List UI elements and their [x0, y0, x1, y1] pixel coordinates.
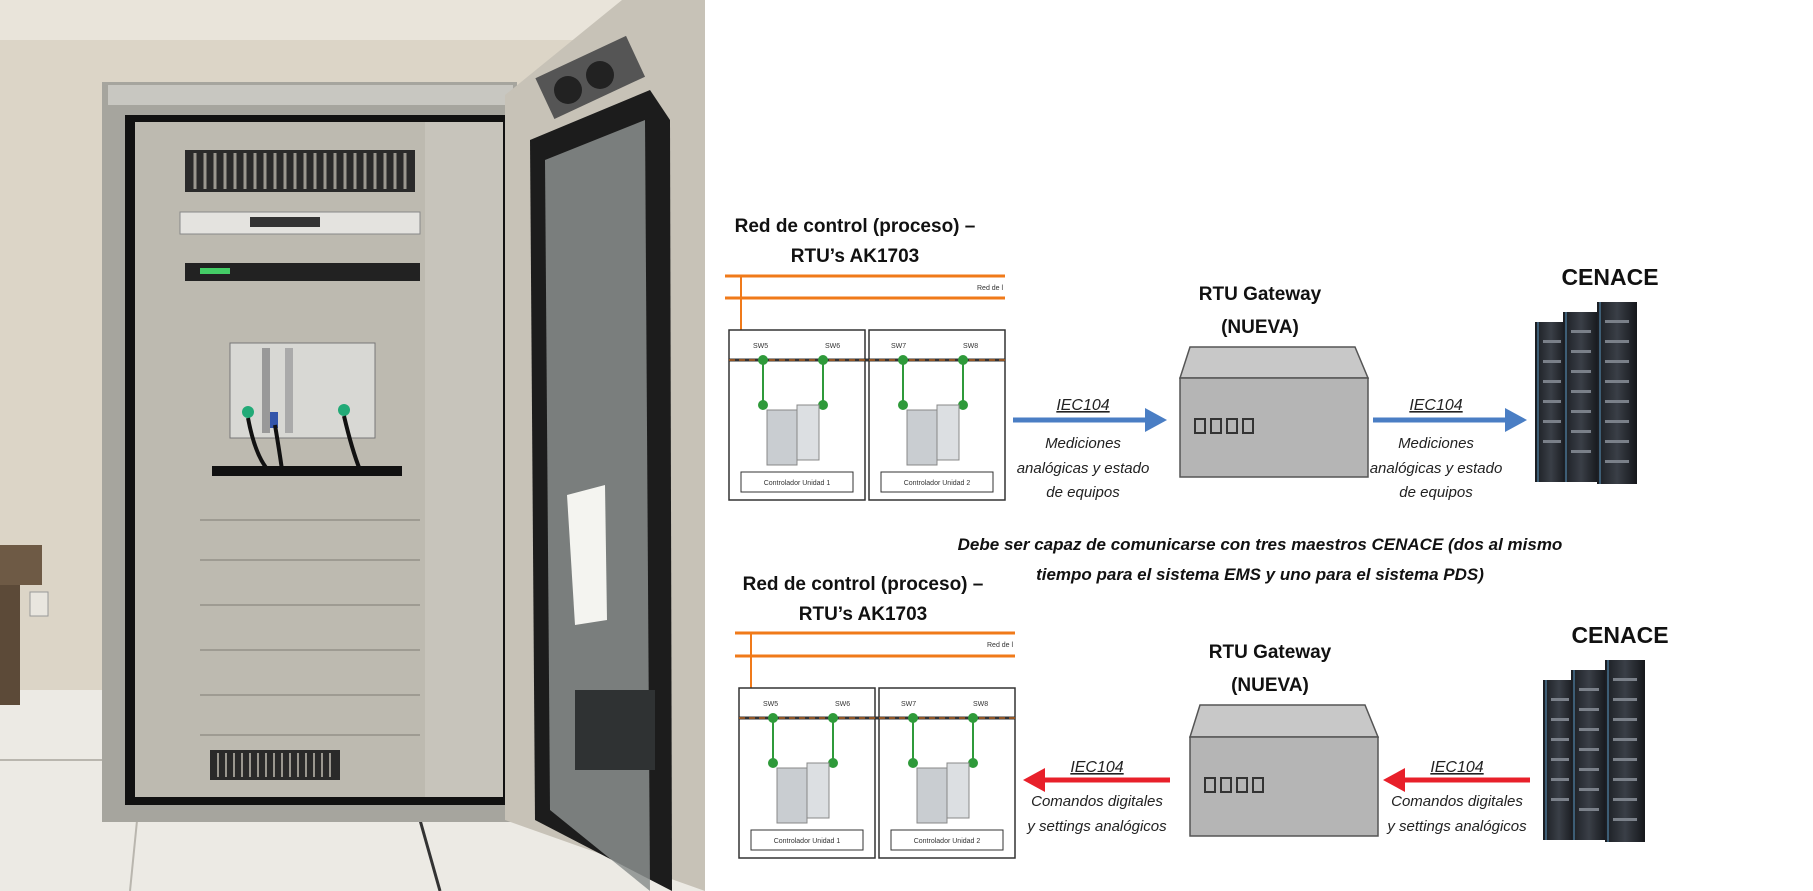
top-left-protocol: IEC104: [1056, 397, 1109, 414]
bottom-cenace-label: CENACE: [1571, 622, 1668, 648]
controller-label: Controlador Unidad 1: [764, 480, 831, 487]
controller-label: Controlador Unidad 2: [914, 838, 981, 845]
bottom-right-desc-2: y settings analógicos: [1386, 818, 1527, 835]
bottom-right-arrow: IEC104 Comandos digitales y settings ana…: [1383, 759, 1530, 835]
top-network-title-line2: RTU’s AK1703: [791, 246, 919, 267]
bottom-network-title-line1: Red de control (proceso) –: [743, 574, 984, 595]
note-line2: tiempo para el sistema EMS y uno para el…: [1036, 565, 1484, 584]
top-gateway-title-2: (NUEVA): [1221, 317, 1299, 338]
top-right-protocol: IEC104: [1409, 397, 1462, 414]
top-right-arrow: IEC104 Mediciones analógicas y estado de…: [1370, 397, 1527, 501]
top-left-desc-2: analógicas y estado: [1017, 460, 1150, 477]
bottom-rtu-gateway: RTU Gateway (NUEVA): [1188, 642, 1380, 837]
bottom-left-protocol: IEC104: [1070, 759, 1123, 776]
bottom-right-desc-1: Comandos digitales: [1391, 793, 1523, 810]
bottom-left-arrow: IEC104 Comandos digitales y settings ana…: [1023, 759, 1170, 835]
cabinet-photo: [0, 0, 705, 891]
switch-label: SW8: [963, 343, 978, 350]
bottom-right-protocol: IEC104: [1430, 759, 1483, 776]
top-right-desc-3: de equipos: [1399, 484, 1473, 501]
top-network-title-line1: Red de control (proceso) –: [735, 216, 976, 237]
top-left-desc-1: Mediciones: [1045, 435, 1121, 452]
bottom-left-desc-1: Comandos digitales: [1031, 793, 1163, 810]
switch-label: SW7: [901, 701, 916, 708]
communication-diagram: Red de control (proceso) – RTU’s AK1703 …: [725, 216, 1669, 859]
top-gateway-title-1: RTU Gateway: [1199, 284, 1322, 305]
bottom-gateway-title-1: RTU Gateway: [1209, 642, 1332, 663]
switch-label: SW6: [825, 343, 840, 350]
switch-label: SW8: [973, 701, 988, 708]
requirement-note: Debe ser capaz de comunicarse con tres m…: [958, 535, 1563, 584]
top-right-desc-1: Mediciones: [1398, 435, 1474, 452]
controller-label: Controlador Unidad 2: [904, 480, 971, 487]
top-left-arrow: IEC104 Mediciones analógicas y estado de…: [1013, 397, 1167, 501]
top-rtu-gateway: RTU Gateway (NUEVA): [1178, 284, 1370, 478]
bottom-gateway-title-2: (NUEVA): [1231, 675, 1309, 696]
top-left-desc-3: de equipos: [1046, 484, 1120, 501]
switch-label: SW6: [835, 701, 850, 708]
top-cenace-label: CENACE: [1561, 264, 1658, 290]
switch-label: SW5: [753, 343, 768, 350]
switch-label: SW5: [763, 701, 778, 708]
top-red-label: Red de l: [977, 285, 1004, 292]
controller-label: Controlador Unidad 1: [774, 838, 841, 845]
top-cenace-servers: CENACE: [1535, 264, 1659, 484]
switch-label: SW7: [891, 343, 906, 350]
top-network-block: Red de l SW5 SW6 SW7 SW8 Controlador Uni…: [725, 274, 1006, 501]
bottom-left-desc-2: y settings analógicos: [1026, 818, 1167, 835]
top-section: Red de control (proceso) – RTU’s AK1703 …: [725, 216, 1659, 501]
bottom-network-title-line2: RTU’s AK1703: [799, 604, 927, 625]
top-right-desc-2: analógicas y estado: [1370, 460, 1503, 477]
bottom-cenace-servers: CENACE: [1543, 622, 1669, 842]
note-line1: Debe ser capaz de comunicarse con tres m…: [958, 535, 1563, 554]
bottom-red-label: Red de l: [987, 642, 1014, 649]
bottom-network-block: Red de l SW5 SW6 SW7 SW8 Controlador Uni…: [735, 631, 1016, 859]
bottom-section: Red de control (proceso) – RTU’s AK1703 …: [735, 574, 1669, 859]
